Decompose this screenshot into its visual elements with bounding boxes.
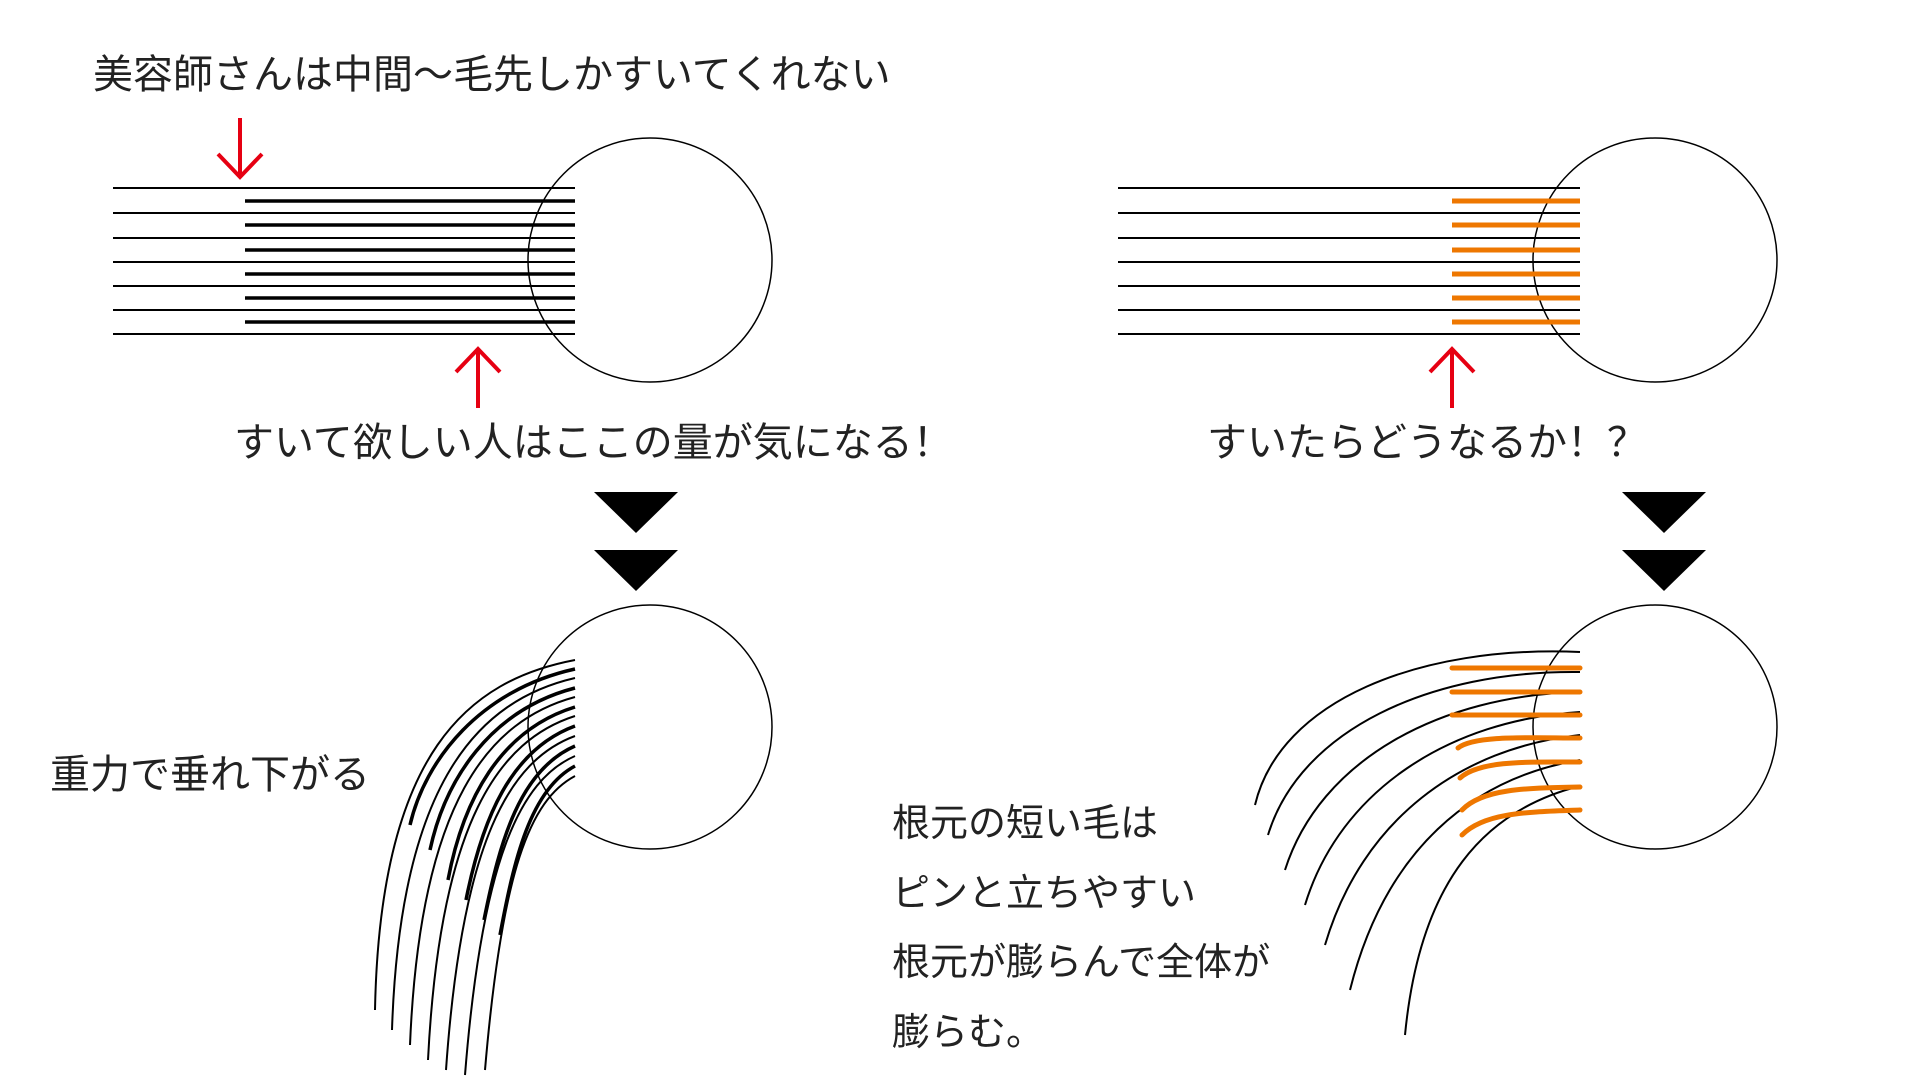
head-circle-top-left [527,137,773,383]
red-up-arrow-icon-right [1428,346,1476,408]
head-circle-bottom-left [527,604,773,850]
stylist-note-label: 美容師さんは中間〜毛先しかすいてくれない [93,52,891,98]
explanation-text: 根元の短い毛は ピンと立ちやすい 根元が膨らんで全体が 膨らむ。 [892,801,1270,1054]
what-if-label: すいたらどうなるか！？ [1207,420,1647,466]
gravity-label: 重力で垂れ下がる [50,752,370,798]
red-up-arrow-icon [454,346,502,408]
explain-line-4: 膨らむ。 [892,1010,1044,1054]
black-double-triangle-down-icon-right [1622,492,1706,591]
thinned-root-short-hair-top-right [1452,198,1580,325]
head-circle-top-right [1532,137,1778,383]
black-double-triangle-down-icon [594,492,678,591]
short-hair-strands-top-left [245,199,575,324]
drooping-long-hair-bottom-left [374,659,576,1076]
lifted-long-hair-bottom-right [1254,650,1581,1036]
standing-short-hair-bottom-right [1449,665,1583,838]
head-circle-bottom-right [1532,604,1778,850]
explain-line-1: 根元の短い毛は [892,801,1158,845]
long-hair-strands-top-left [113,187,575,335]
explain-line-3: 根元が膨らんで全体が [892,940,1270,984]
red-down-arrow-icon [216,118,264,180]
want-thinning-label: すいて欲しい人はここの量が気になる！ [234,420,953,466]
long-hair-strands-top-right [1118,187,1580,335]
explain-line-2: ピンと立ちやすい [892,871,1196,915]
drooping-short-hair-bottom-left [408,667,576,936]
